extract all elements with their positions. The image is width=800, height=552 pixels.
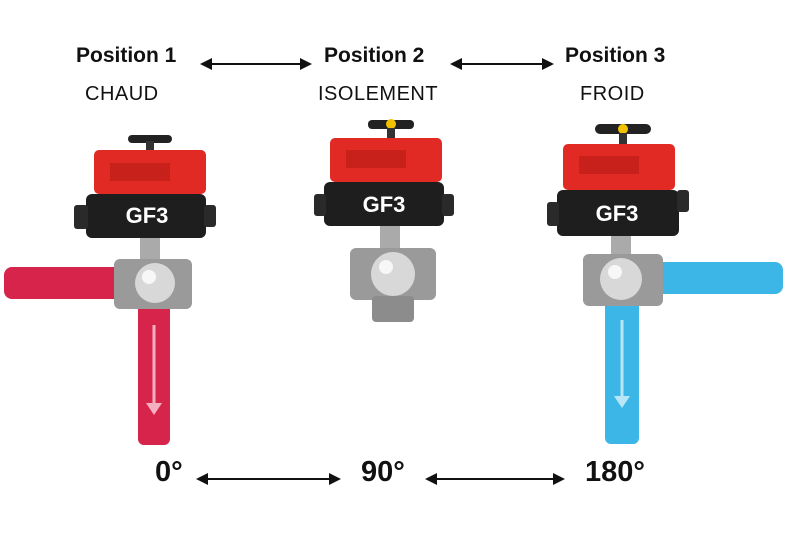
angle-180-label: 180° bbox=[585, 456, 645, 488]
valve-position-2: GF3 bbox=[310, 112, 480, 327]
position-3-title: Position 3 bbox=[565, 44, 666, 67]
double-arrow-icon bbox=[196, 473, 341, 485]
double-arrow-icon bbox=[425, 473, 565, 485]
valve-position-1: GF3 bbox=[0, 125, 220, 450]
position-3-label: FROID bbox=[580, 83, 645, 105]
angle-0-label: 0° bbox=[155, 456, 183, 488]
double-arrow-icon bbox=[450, 58, 554, 70]
brand-label: GF3 bbox=[596, 201, 639, 226]
brand-label: GF3 bbox=[126, 203, 169, 228]
brand-label: GF3 bbox=[363, 192, 406, 217]
angle-90-label: 90° bbox=[361, 456, 405, 488]
valve-position-3: GF3 bbox=[545, 120, 790, 450]
position-2-title: Position 2 bbox=[324, 44, 425, 67]
position-2-label: ISOLEMENT bbox=[318, 83, 439, 105]
position-1-label: CHAUD bbox=[85, 83, 159, 105]
position-1-title: Position 1 bbox=[76, 44, 177, 67]
double-arrow-icon bbox=[200, 58, 312, 70]
